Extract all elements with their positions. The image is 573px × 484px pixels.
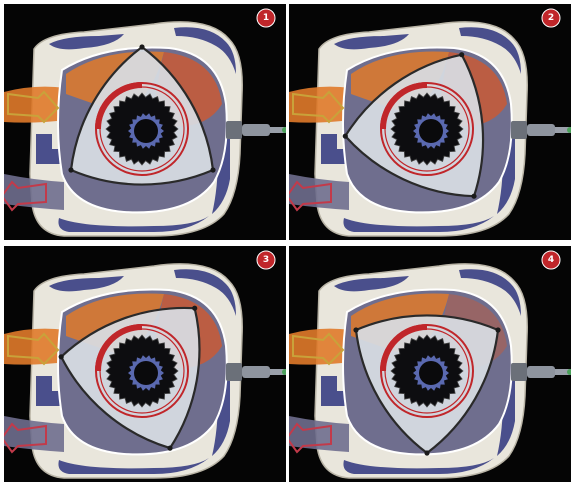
spark-plug-hex — [511, 121, 527, 139]
cycle-panel-1: 1 — [4, 4, 286, 240]
eccentric-shaft — [134, 119, 158, 143]
spark-plug-hex — [226, 121, 242, 139]
step-badge: 3 — [257, 251, 275, 269]
step-number: 1 — [263, 13, 269, 23]
step-number: 4 — [548, 255, 554, 265]
panel-drawing: 2 — [289, 4, 571, 240]
eccentric-shaft — [419, 119, 443, 143]
step-badge: 1 — [257, 9, 275, 27]
spark-plug-hex — [511, 363, 527, 381]
spark-plug-insulator — [242, 124, 270, 136]
apex-seal-1 — [495, 327, 500, 332]
intake-port — [289, 329, 351, 365]
apex-seal-3 — [353, 327, 358, 332]
eccentric-shaft — [419, 361, 443, 385]
intake-port — [4, 329, 66, 365]
apex-seal-3 — [59, 354, 64, 359]
apex-seal-3 — [343, 134, 348, 139]
panel-drawing: 1 — [4, 4, 286, 240]
step-badge: 4 — [542, 251, 560, 269]
step-badge: 2 — [542, 9, 560, 27]
apex-seal-1 — [139, 44, 144, 49]
cycle-panel-4: 4 — [289, 246, 571, 482]
intake-port — [289, 87, 351, 123]
apex-seal-2 — [424, 450, 429, 455]
apex-seal-2 — [471, 194, 476, 199]
panel-drawing: 3 — [4, 246, 286, 482]
apex-seal-3 — [68, 167, 73, 172]
cycle-panel-3: 3 — [4, 246, 286, 482]
apex-seal-1 — [459, 52, 464, 57]
spark-plug-insulator — [242, 366, 270, 378]
eccentric-shaft — [134, 361, 158, 385]
spark-plug-hex — [226, 363, 242, 381]
step-number: 2 — [548, 13, 554, 23]
intake-port — [4, 87, 66, 123]
step-number: 3 — [263, 255, 269, 265]
apex-seal-1 — [192, 306, 197, 311]
cycle-panel-2: 2 — [289, 4, 571, 240]
panel-drawing: 4 — [289, 246, 571, 482]
apex-seal-2 — [167, 446, 172, 451]
spark-plug-insulator — [527, 366, 555, 378]
apex-seal-2 — [210, 167, 215, 172]
spark-plug-insulator — [527, 124, 555, 136]
